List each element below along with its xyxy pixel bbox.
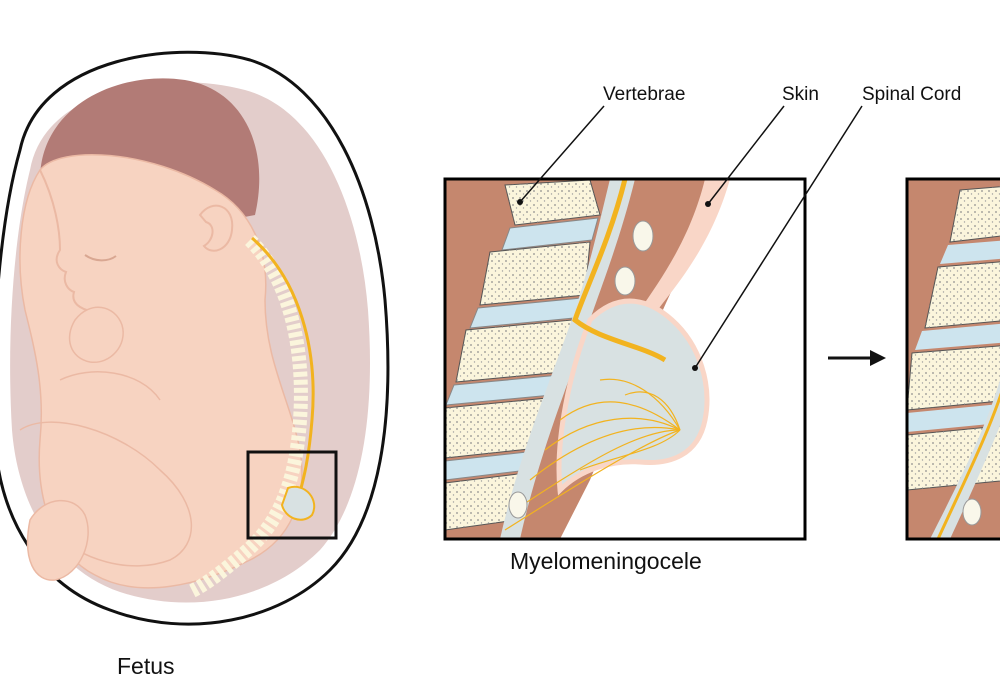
fetus-eye — [84, 254, 117, 262]
uterus-outline — [0, 50, 390, 626]
leader-lines — [517, 105, 863, 371]
repaired-panel — [905, 177, 1000, 541]
spinal-cord-label: Spinal Cord — [862, 84, 962, 105]
vertebrae-label: Vertebrae — [603, 84, 686, 105]
fetus-foot — [26, 499, 89, 581]
skin-leader — [707, 105, 785, 205]
repaired-frame — [905, 177, 1000, 541]
myelomeningocele-sac — [556, 298, 710, 496]
fetus-body — [19, 153, 303, 589]
intervertebral-disc — [940, 240, 1000, 264]
myelomeningocele-frame — [443, 177, 807, 541]
tissue-nodule — [614, 266, 636, 296]
tissue-nodule — [632, 220, 654, 252]
spinal-cord — [936, 392, 1000, 539]
intervertebral-disc — [915, 323, 1000, 350]
fetus-illustration — [0, 50, 390, 626]
fetus-spinal-cord — [251, 236, 315, 501]
fetus-arm — [59, 371, 161, 401]
fetus-leg — [19, 421, 192, 567]
intervertebral-disc — [907, 403, 1000, 432]
myelomeningocele-caption: Myelomeningocele — [510, 548, 702, 574]
skin-label: Skin — [782, 84, 819, 105]
spinal-cord — [572, 179, 667, 363]
zoom-indicator-box — [246, 450, 338, 540]
spinal-canal — [500, 179, 635, 539]
intervertebral-disc — [501, 217, 599, 251]
tissue-nodule — [962, 498, 982, 526]
fetus-ear — [198, 204, 234, 252]
fetus-hand — [68, 306, 124, 363]
vertebrae-leader — [519, 105, 605, 203]
fetus-spine — [186, 235, 308, 599]
arrow-icon — [828, 350, 886, 366]
skin-layer — [640, 179, 730, 320]
nerve-roots — [504, 378, 681, 531]
fetus-caption: Fetus — [117, 653, 175, 679]
fetus-lesion — [280, 485, 316, 521]
tissue-nodule — [508, 491, 528, 519]
spinal-cord-leader — [694, 105, 863, 369]
fetus-face — [39, 169, 101, 313]
myelomeningocele-panel — [443, 177, 807, 541]
